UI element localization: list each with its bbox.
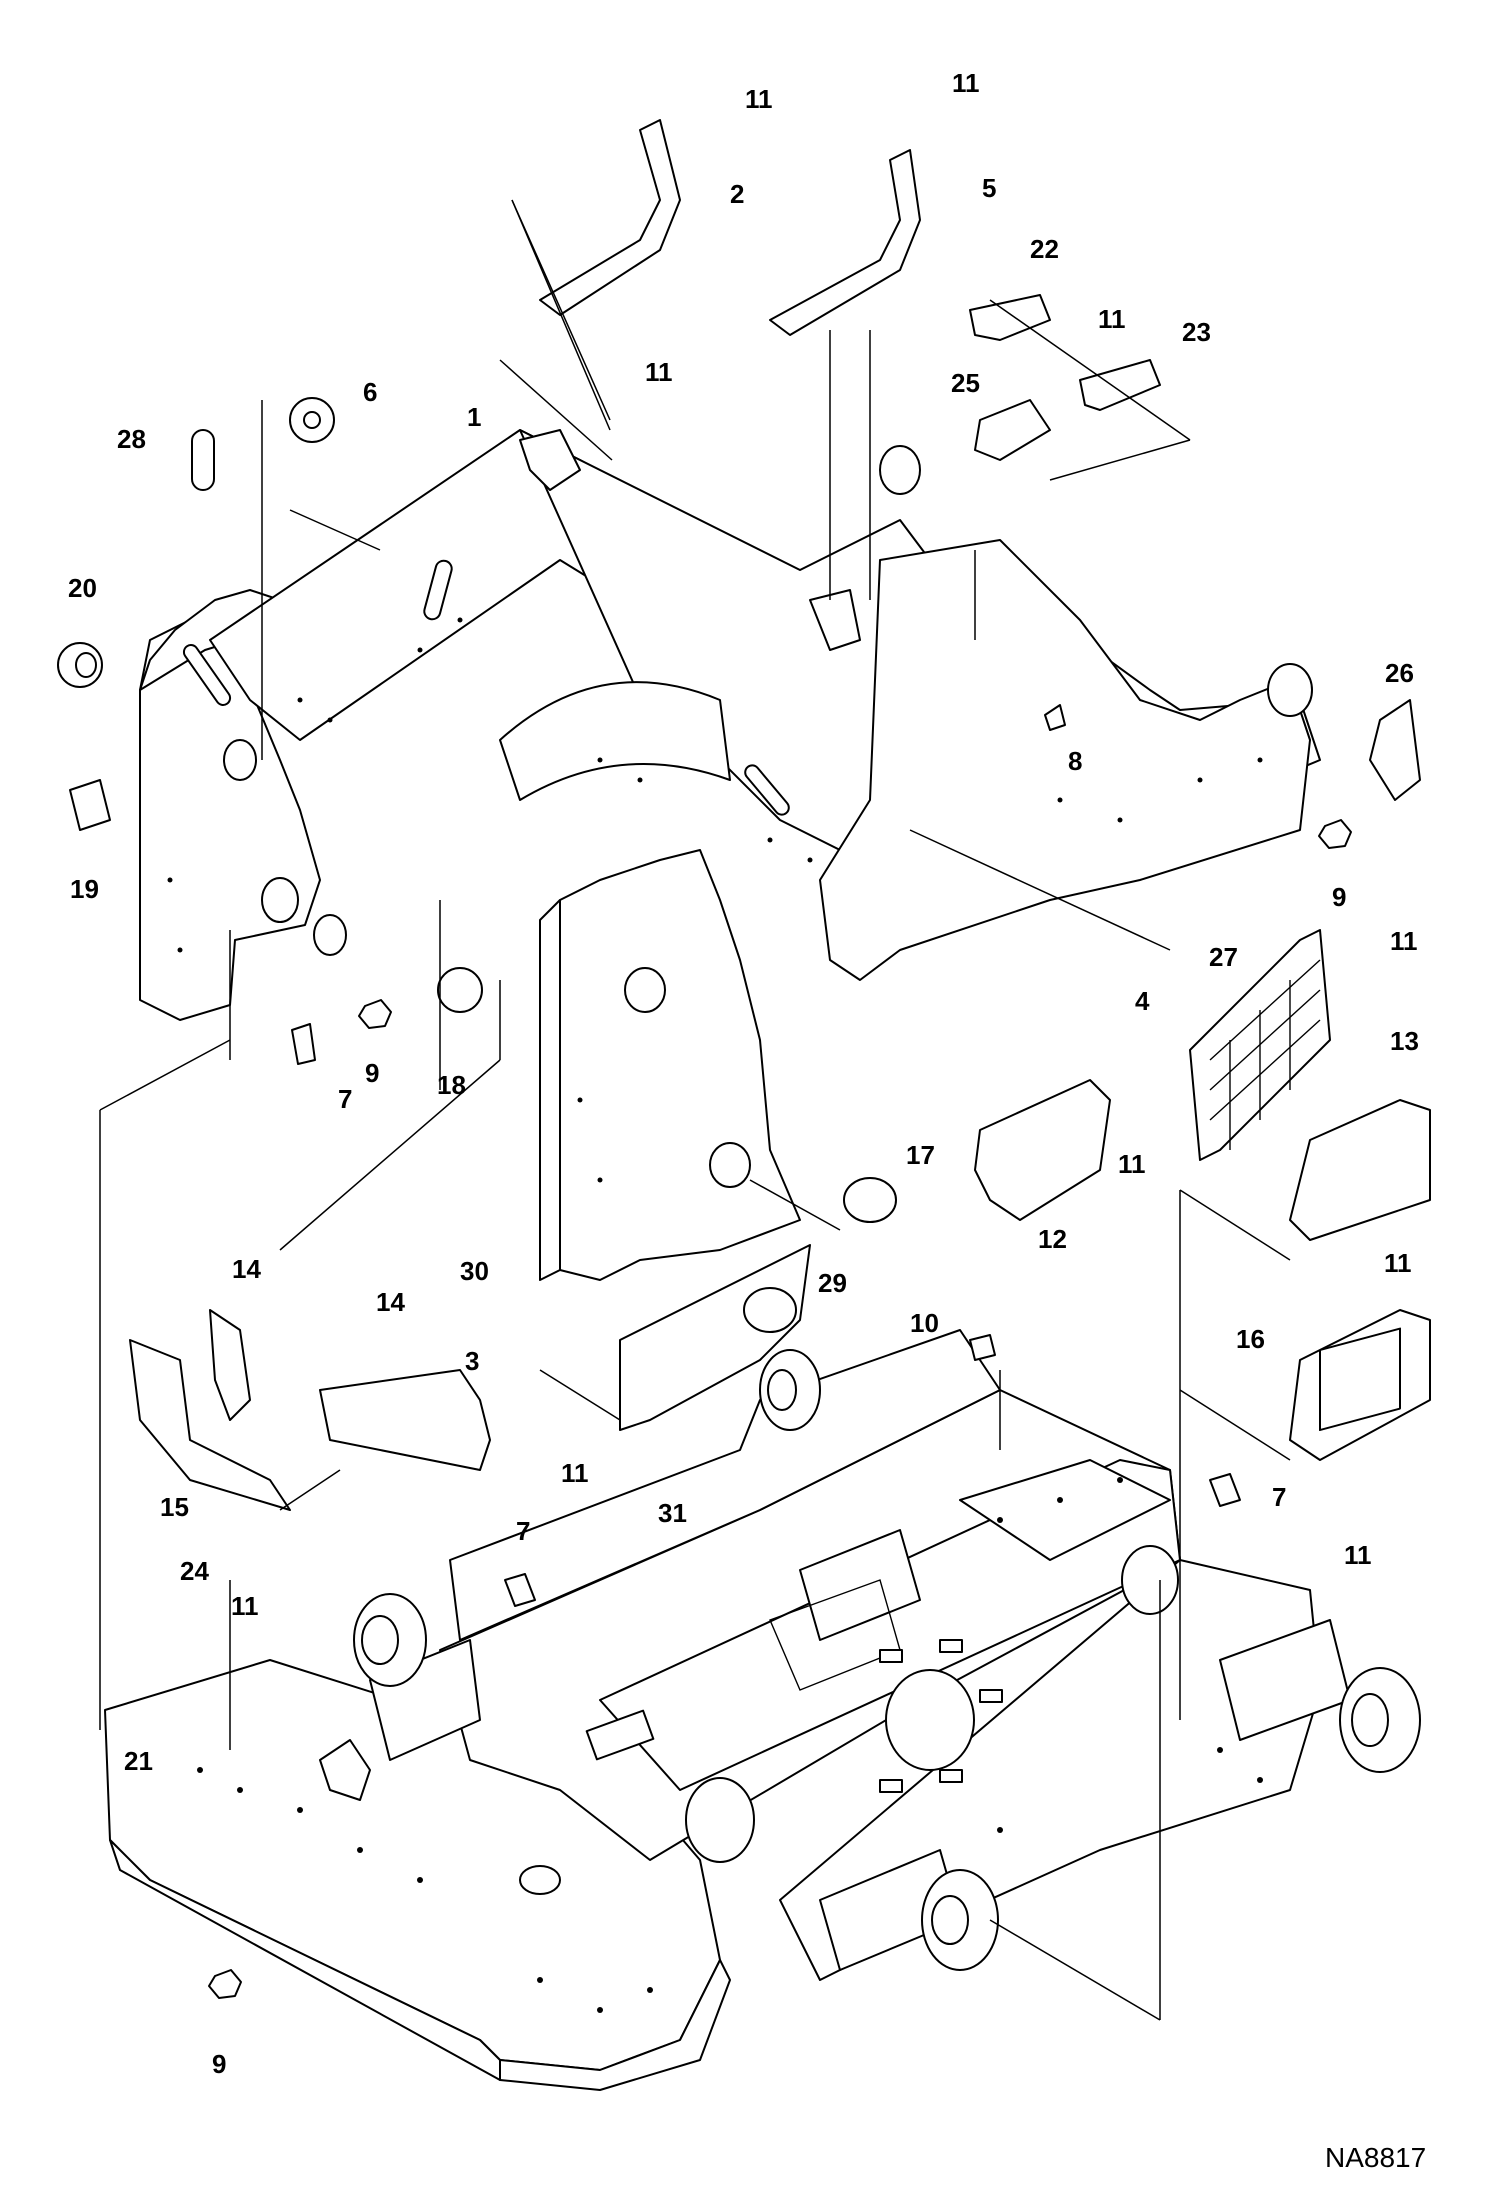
callout-14: 14	[232, 1254, 261, 1284]
callout-13: 13	[1390, 1026, 1419, 1056]
callout-11: 11	[1390, 926, 1418, 956]
callout-15: 15	[160, 1492, 189, 1522]
callout-24: 24	[180, 1556, 209, 1586]
callout-3: 3	[465, 1346, 479, 1376]
callout-7: 7	[1272, 1482, 1286, 1512]
callout-29: 29	[818, 1268, 847, 1298]
callout-11: 11	[1344, 1540, 1372, 1570]
callout-10: 10	[910, 1308, 939, 1338]
callout-22: 22	[1030, 234, 1059, 264]
callout-11: 11	[1118, 1149, 1146, 1179]
callout-9: 9	[365, 1058, 379, 1088]
leader-lines	[99, 199, 1291, 2021]
callout-1: 1	[467, 402, 481, 432]
callout-23: 23	[1182, 317, 1211, 347]
callout-11: 11	[745, 84, 773, 114]
callout-11: 11	[1098, 304, 1126, 334]
callout-11: 11	[952, 68, 980, 98]
callout-28: 28	[117, 424, 146, 454]
callout-21: 21	[124, 1746, 153, 1776]
callout-labels: 11 11 2 5 11 22 11 23 6 28 1 25 20 26 8 …	[68, 68, 1419, 2079]
callout-14: 14	[376, 1287, 405, 1317]
callout-20: 20	[68, 573, 97, 603]
callout-8: 8	[1068, 746, 1082, 776]
callout-16: 16	[1236, 1324, 1265, 1354]
callout-9: 9	[1332, 882, 1346, 912]
callout-30: 30	[460, 1256, 489, 1286]
callout-5: 5	[982, 173, 996, 203]
drawing-reference-code: NA8817	[1325, 2142, 1426, 2173]
callout-11: 11	[645, 357, 673, 387]
callout-17: 17	[906, 1140, 935, 1170]
callout-7: 7	[338, 1084, 352, 1114]
main-frame	[139, 429, 1321, 1281]
callout-9: 9	[212, 2049, 226, 2079]
callout-4: 4	[1135, 986, 1150, 1016]
callout-11: 11	[561, 1458, 589, 1488]
callout-12: 12	[1038, 1224, 1067, 1254]
callout-11: 11	[231, 1591, 259, 1621]
detached-parts	[57, 119, 1431, 1999]
callout-31: 31	[658, 1498, 687, 1528]
callout-25: 25	[951, 368, 980, 398]
callout-6: 6	[363, 377, 377, 407]
callout-11: 11	[1384, 1248, 1412, 1278]
undercarriage-frame	[104, 1329, 1421, 2091]
callout-27: 27	[1209, 942, 1238, 972]
callout-26: 26	[1385, 658, 1414, 688]
callout-2: 2	[730, 179, 744, 209]
callout-19: 19	[70, 874, 99, 904]
callout-18: 18	[437, 1070, 466, 1100]
callout-7: 7	[516, 1516, 530, 1546]
